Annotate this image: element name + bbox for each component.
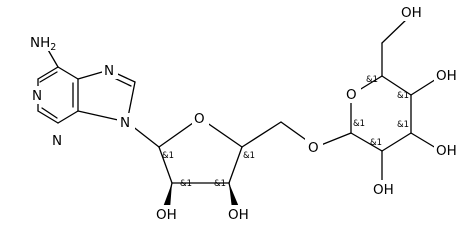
atom-o-ether: O <box>308 140 319 156</box>
bond-pyr-c3-c2 <box>381 132 412 152</box>
stereo-ribose-c1: &1 <box>162 151 174 161</box>
bond-c6-n1-double <box>39 71 58 83</box>
atom-n9: N <box>120 115 130 131</box>
atom-oh-ribose-2: OH <box>156 207 177 223</box>
bond-c2-n3-double <box>41 107 58 119</box>
stereo-pyranose-c1: &1 <box>353 119 365 129</box>
atom-nh2: NH2 <box>30 35 56 53</box>
stereo-pyranose-c3: &1 <box>397 120 409 130</box>
wedge-bonds <box>163 183 239 209</box>
bond-c6-nh2 <box>46 47 59 68</box>
atom-oh-pyranose-4: OH <box>436 68 457 84</box>
bond-n3-c4 <box>57 110 79 124</box>
bond-pyr-c2-c1 <box>350 132 383 152</box>
atom-oh-ribose-3: OH <box>228 207 249 223</box>
stereo-ribose-c2: &1 <box>180 179 192 189</box>
stereo-ribose-c3: &1 <box>214 179 226 189</box>
stereo-ribose-c4: &1 <box>243 151 255 161</box>
wedge-c3prime-oh <box>229 183 239 209</box>
bond-pyr-c5-c4 <box>381 75 412 96</box>
atom-oh-pyranose-2: OH <box>373 182 394 198</box>
molecular-structure: NH2 N N N N O O O OH OH OH OH OH OH &1 &… <box>28 3 460 223</box>
atom-n7: N <box>104 63 114 79</box>
atom-oh-hydroxymethyl: OH <box>401 5 422 21</box>
atom-labels: NH2 N N N N O O O OH OH OH OH OH OH <box>30 5 457 223</box>
bond-c4prime-c5prime <box>241 121 282 148</box>
bond-c5-c6 <box>57 66 79 80</box>
label-masks <box>28 3 460 223</box>
bond-c2prime-c1prime <box>158 146 173 184</box>
stereo-labels: &1 &1 &1 &1 &1 &1 &1 &1 &1 <box>162 75 409 189</box>
atom-n3: N <box>52 133 62 149</box>
bond-c2-n3 <box>37 110 59 124</box>
bond-c6-oh-pyr <box>381 17 409 44</box>
atom-o-ribose-ring: O <box>194 111 205 127</box>
atom-oh-pyranose-3: OH <box>436 143 457 159</box>
atom-n1: N <box>32 88 42 104</box>
stereo-pyranose-c4: &1 <box>397 91 409 101</box>
stereo-pyranose-c5: &1 <box>366 75 378 85</box>
bond-c6-n1 <box>37 66 59 80</box>
atom-o-pyranose-ring: O <box>346 87 357 103</box>
atom-nh2-label: N <box>30 35 40 51</box>
bond-c4prime-c3prime <box>228 146 243 184</box>
wedge-c2prime-oh <box>163 183 172 209</box>
stereo-pyranose-c2: &1 <box>370 138 382 148</box>
